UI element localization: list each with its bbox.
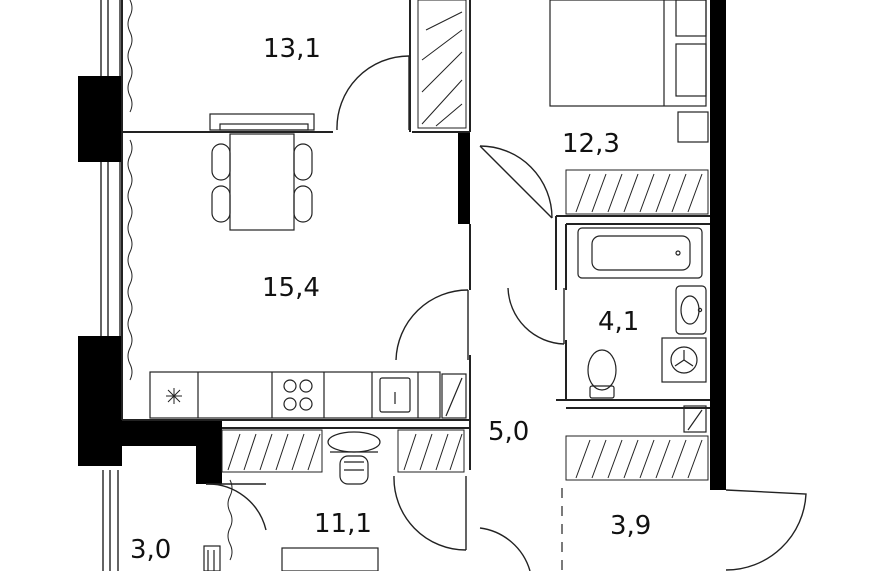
wardrobe-icon [417,0,467,129]
washbasin-icon [675,285,707,335]
doors [205,55,807,571]
sink-icon [379,377,411,413]
stove-icon [283,379,313,411]
room-area-bedroom-top: 13,1 [263,34,321,64]
fridge-icon [441,373,467,419]
snowflake-icon [166,388,182,404]
room-area-bathroom: 4,1 [598,307,639,337]
room-area-balcony: 3,0 [130,535,171,565]
room-area-kitchen-living: 15,4 [262,273,320,303]
wardrobe-icon [221,429,323,473]
room-area-entry: 3,9 [610,511,651,541]
bed-icon [549,0,709,143]
left-facade [100,0,121,571]
wardrobe-icon [565,169,709,215]
thin-walls [121,0,710,470]
washing-machine-icon [661,337,707,383]
wardrobe-icon [565,435,709,481]
room-area-bedroom-right: 12,3 [562,129,620,159]
dining-table-icon [209,113,315,231]
toilet-icon [587,349,617,399]
room-area-hallway: 5,0 [488,417,529,447]
desk-chair-icon [281,431,381,571]
balcony-door-icon [203,545,221,571]
fridge-icon [683,405,707,433]
bathtub-icon [577,227,703,279]
kitchen-counter [149,371,441,419]
room-area-room-bottom: 11,1 [314,509,372,539]
curtain-lines [127,0,233,561]
wardrobe-icon [397,429,465,473]
walls [78,0,726,490]
